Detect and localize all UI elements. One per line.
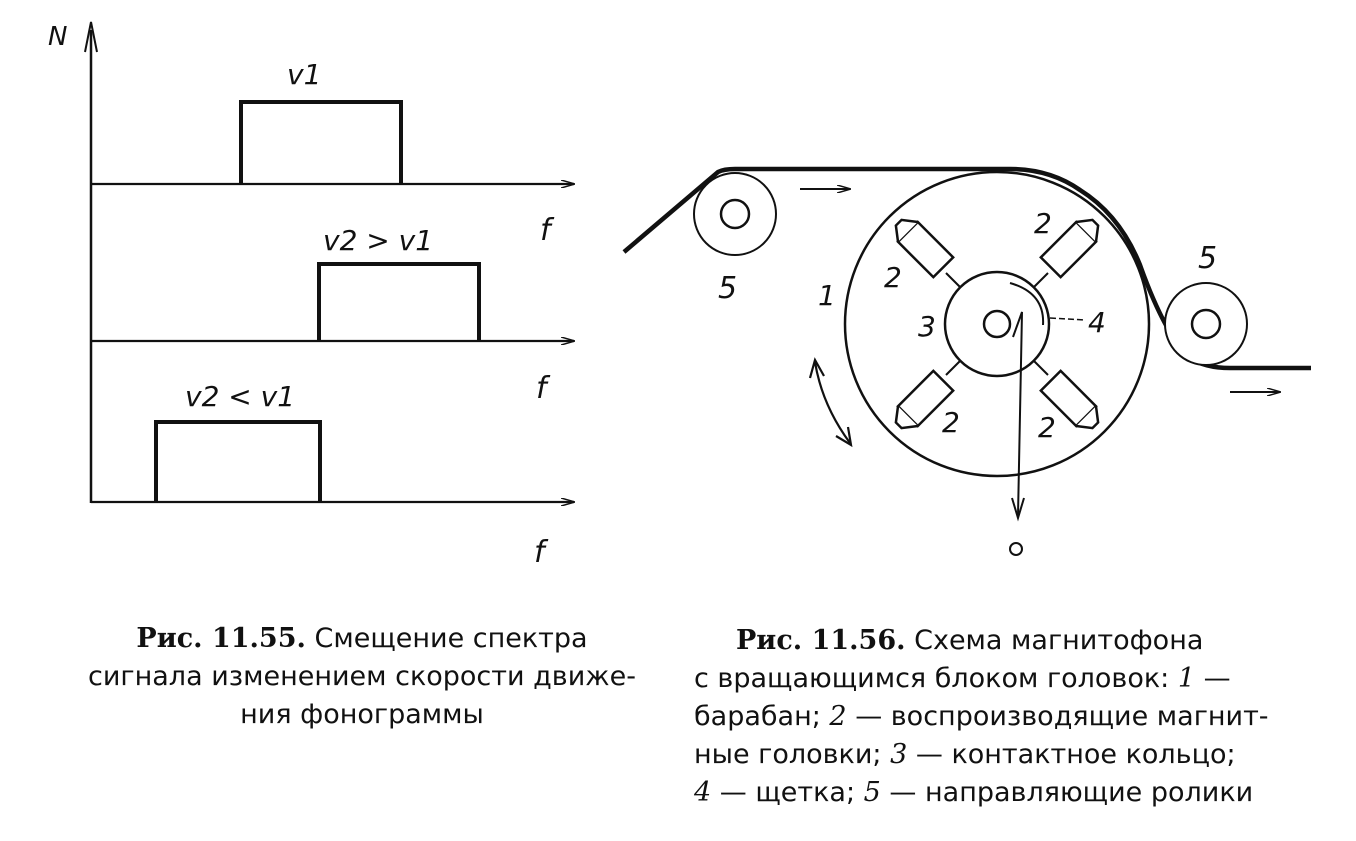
f-axis-label-1: f	[540, 213, 555, 248]
caption-line: барабан; 2 — воспроизводящие магнит-	[694, 698, 1334, 736]
caption-line: ные головки; 3 — контактное кольцо;	[694, 736, 1334, 774]
speed-label-3: v2 < v1	[185, 380, 295, 413]
right-roller-hub	[1190, 308, 1222, 340]
speed-label-2: v2 > v1	[323, 224, 433, 257]
magnetic-head-ul	[894, 218, 955, 279]
rotation-arrowhead-top	[808, 357, 825, 379]
rotation-arrow	[813, 361, 851, 444]
brush-leader	[1049, 317, 1086, 321]
n-axis-arrow	[84, 21, 98, 53]
head-label-ur: 2	[1034, 207, 1052, 240]
tape-recorder-diagram: 5 5 1 3	[622, 166, 1311, 556]
f-axis-label-2: f	[536, 371, 551, 406]
head-label-ll: 2	[942, 406, 960, 439]
caption-text: — контактное кольцо;	[907, 739, 1236, 770]
caption-text: с вращающимся блоком головок:	[694, 663, 1178, 694]
caption-number: 2	[829, 701, 847, 732]
left-roller-label: 5	[718, 271, 737, 306]
caption-text: барабан;	[694, 701, 830, 732]
head-connector-ul	[945, 272, 961, 288]
magnetic-head-ur	[1039, 218, 1100, 279]
caption-text: Схема магнитофона	[914, 625, 1204, 656]
speed-label-1: v1	[287, 58, 321, 91]
caption-text: Смещение спектра	[314, 623, 588, 654]
caption-text: — щетка;	[711, 777, 864, 808]
left-roller-hub	[719, 198, 751, 230]
caption-line: Рис. 11.56. Схема магнитофона	[694, 622, 1334, 660]
brush-lead-arrow	[1011, 497, 1025, 522]
caption-number: 5	[863, 777, 881, 808]
rotation-arrowhead-bottom	[835, 426, 853, 448]
caption-number: 3	[890, 739, 908, 770]
drum	[843, 170, 1151, 478]
ring-label: 3	[918, 310, 936, 343]
caption-line: ния фонограммы	[240, 699, 484, 730]
brush-label: 4	[1088, 306, 1106, 339]
caption-text: — направляющие ролики	[880, 777, 1254, 808]
head-label-lr: 2	[1038, 411, 1056, 444]
n-axis-label: N	[48, 22, 67, 52]
caption-line: 4 — щетка; 5 — направляющие ролики	[694, 774, 1334, 812]
head-connector-lr	[1033, 360, 1049, 376]
caption-fig-11-56: Рис. 11.56. Схема магнитофона с вращающи…	[694, 622, 1334, 812]
right-guide-roller	[1164, 282, 1248, 366]
spectrum-shift-figure: N v1 f v2 > v1 f v2 < v1 f	[48, 21, 574, 570]
figure-number: Рис. 11.55.	[136, 623, 306, 654]
contact-ring	[943, 270, 1051, 378]
caption-text: —	[1195, 663, 1231, 694]
ring-hub	[982, 309, 1012, 339]
drum-label: 1	[818, 279, 836, 312]
head-connector-ur	[1033, 272, 1049, 288]
spectrum-band-1	[239, 100, 403, 184]
caption-line: с вращающимся блоком головок: 1 —	[694, 660, 1334, 698]
spectrum-band-3	[154, 420, 322, 502]
brush-lead	[1012, 311, 1023, 517]
spectrum-band-2	[317, 262, 481, 341]
caption-line: Рис. 11.55. Смещение спектра	[62, 620, 662, 658]
caption-number: 4	[694, 777, 712, 808]
output-terminal	[1009, 542, 1023, 556]
head-connector-ll	[945, 360, 961, 376]
caption-text: ные головки;	[694, 739, 891, 770]
caption-line: сигнала изменением скорости движе-	[88, 661, 636, 692]
caption-fig-11-55: Рис. 11.55. Смещение спектра сигнала изм…	[62, 620, 662, 734]
f-axis-label-3: f	[534, 535, 549, 570]
figure-number: Рис. 11.56.	[736, 625, 906, 656]
magnetic-head-lr	[1039, 369, 1100, 430]
brush-arc	[1009, 282, 1045, 326]
head-label-ul: 2	[884, 261, 902, 294]
caption-number: 1	[1177, 663, 1196, 694]
caption-text: — воспроизводящие магнит-	[846, 701, 1269, 732]
magnetic-head-ll	[894, 369, 955, 430]
left-guide-roller	[693, 172, 777, 256]
right-roller-label: 5	[1198, 241, 1217, 276]
